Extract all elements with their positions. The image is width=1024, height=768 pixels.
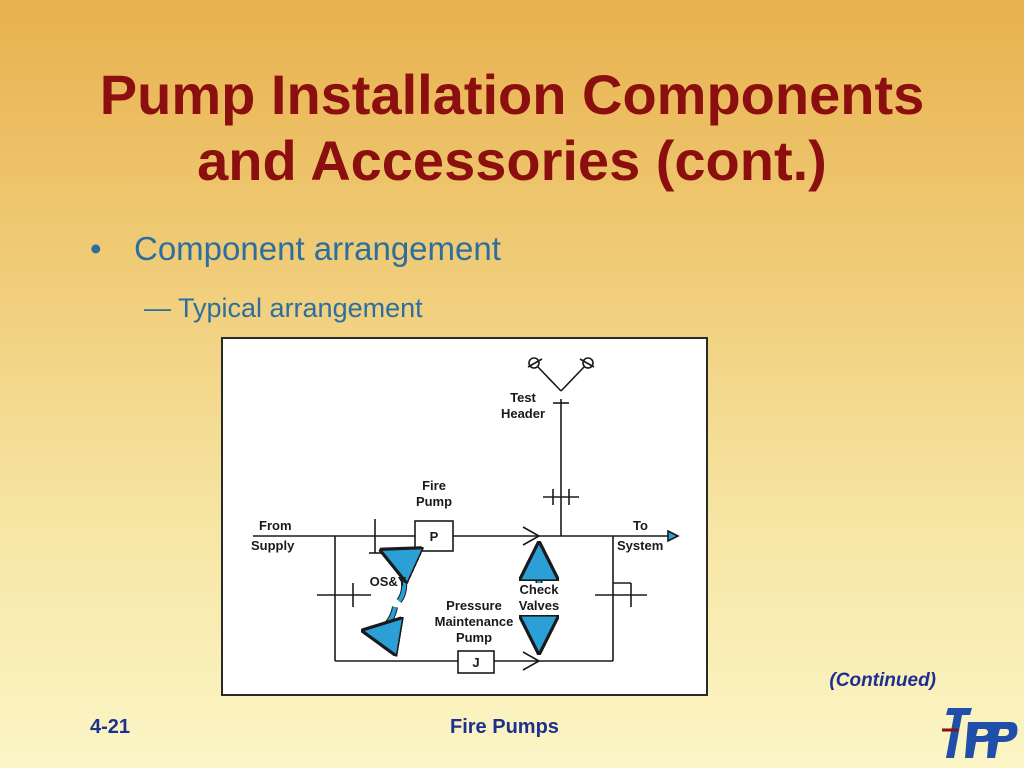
page-number: 4-21 [90, 716, 131, 738]
label-system: System [617, 538, 663, 553]
label-fire: Fire [422, 478, 446, 493]
label-maintenance: Maintenance [435, 614, 514, 629]
sub-bullet: — Typical arrangement [144, 293, 423, 323]
ifsta-logo-icon [942, 708, 1018, 758]
osy-arrow-top-icon [383, 551, 404, 603]
check-valve-bottom-icon [522, 651, 541, 671]
test-header-right-branch [560, 366, 585, 392]
bullet-dot-icon: • [90, 230, 102, 267]
pump-arrangement-diagram: Test Header Fire Pump P From Supply To S… [221, 337, 708, 696]
label-supply: Supply [251, 538, 295, 553]
osy-arrow-bottom-icon [365, 606, 395, 631]
label-pressure: Pressure [446, 598, 502, 613]
slide-title: Pump Installation Components and Accesso… [0, 62, 1024, 194]
hose-valve-left-icon [528, 357, 540, 369]
label-check: Check [519, 582, 559, 597]
test-header-left-branch [537, 366, 562, 392]
title-line-1: Pump Installation Components [99, 63, 925, 126]
hose-valve-right-icon [582, 357, 594, 369]
fire-pump-box [414, 520, 454, 552]
label-osy: OS&Y [370, 574, 407, 589]
label-to: To [633, 518, 648, 533]
label-pump-2: Pump [456, 630, 492, 645]
label-p: P [430, 529, 439, 544]
footer-title: Fire Pumps [450, 716, 559, 738]
to-system-arrow-icon [667, 529, 680, 543]
label-test: Test [510, 390, 536, 405]
title-line-2: and Accessories (cont.) [197, 129, 827, 192]
diagram-svg: Test Header Fire Pump P From Supply To S… [251, 357, 680, 674]
continued-note: (Continued) [829, 670, 936, 691]
label-header: Header [501, 406, 545, 421]
bullet-item: • Component arrangement [90, 230, 501, 268]
label-valves: Valves [519, 598, 560, 613]
label-from: From [259, 518, 292, 533]
label-j: J [472, 655, 479, 670]
bullet-text: Component arrangement [134, 230, 501, 267]
jockey-pump-box [457, 650, 495, 674]
label-pump: Pump [416, 494, 452, 509]
